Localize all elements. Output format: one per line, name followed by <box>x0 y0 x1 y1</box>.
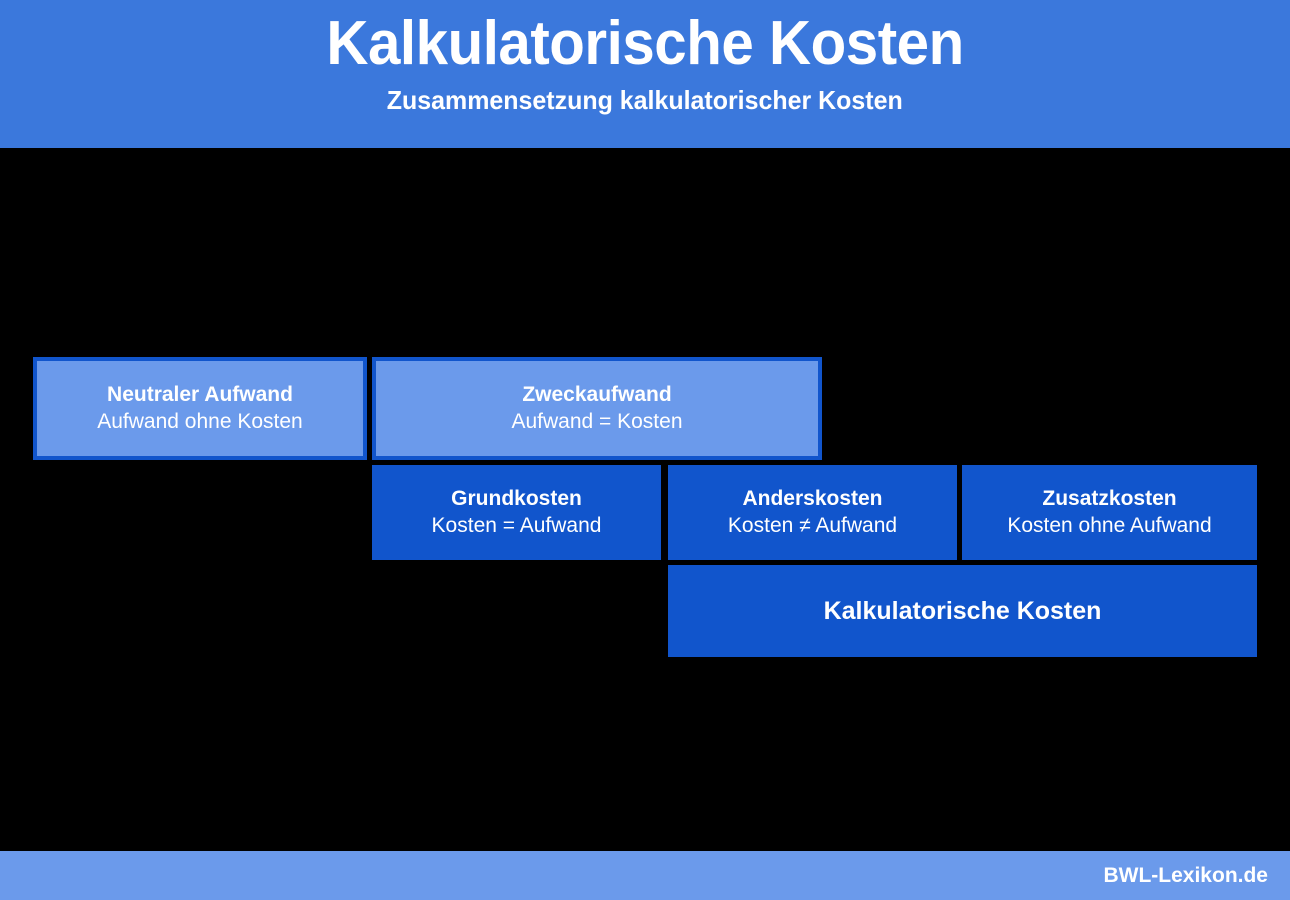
diagram-node-grundkosten: Grundkosten Kosten = Aufwand <box>372 465 661 560</box>
diagram-node-kalkulatorische-kosten: Kalkulatorische Kosten <box>668 565 1257 657</box>
page-subtitle: Zusammensetzung kalkulatorischer Kosten <box>386 85 903 115</box>
node-subtitle: Aufwand ohne Kosten <box>97 410 303 433</box>
footer-brand-label: BWL-Lexikon.de <box>1103 863 1268 887</box>
diagram-node-anderskosten: Anderskosten Kosten ≠ Aufwand <box>668 465 957 560</box>
node-subtitle: Aufwand = Kosten <box>511 410 683 433</box>
node-title: Kalkulatorische Kosten <box>823 597 1102 625</box>
footer-bar: BWL-Lexikon.de <box>0 851 1290 900</box>
node-subtitle: Kosten = Aufwand <box>431 514 602 537</box>
diagram-node-zusatzkosten: Zusatzkosten Kosten ohne Aufwand <box>962 465 1257 560</box>
node-title: Zusatzkosten <box>1042 487 1177 510</box>
diagram-node-zweckaufwand: Zweckaufwand Aufwand = Kosten <box>372 357 822 460</box>
page-title: Kalkulatorische Kosten <box>326 9 964 78</box>
node-title: Anderskosten <box>742 487 883 510</box>
diagram-canvas: Neutraler Aufwand Aufwand ohne Kosten Zw… <box>0 152 1290 851</box>
node-title: Neutraler Aufwand <box>107 383 293 406</box>
node-subtitle: Kosten ≠ Aufwand <box>727 514 898 537</box>
diagram-node-neutraler-aufwand: Neutraler Aufwand Aufwand ohne Kosten <box>33 357 367 460</box>
header-banner: Kalkulatorische Kosten Zusammensetzung k… <box>0 0 1290 152</box>
node-title: Grundkosten <box>451 487 582 510</box>
node-subtitle: Kosten ohne Aufwand <box>1007 514 1212 537</box>
node-title: Zweckaufwand <box>522 383 672 406</box>
